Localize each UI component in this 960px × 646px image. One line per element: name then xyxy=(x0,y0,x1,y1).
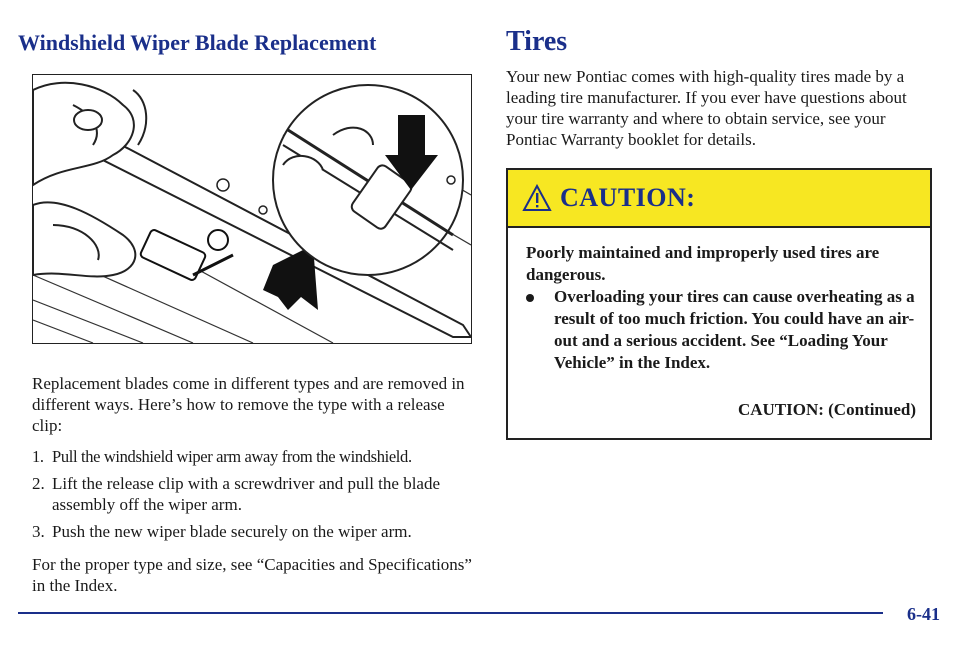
warning-triangle-icon xyxy=(522,183,552,217)
caution-continued: CAUTION: (Continued) xyxy=(737,400,916,419)
step-number: 3. xyxy=(32,522,45,541)
list-item: 2. Lift the release clip with a screwdri… xyxy=(32,473,477,515)
caution-banner: CAUTION: xyxy=(508,170,930,228)
caution-title: CAUTION: xyxy=(560,183,696,212)
footer-rule xyxy=(18,612,883,614)
step-number: 1. xyxy=(32,447,44,466)
step-text: Push the new wiper blade securely on the… xyxy=(52,522,412,541)
wiper-intro-paragraph: Replacement blades come in different typ… xyxy=(32,374,465,435)
list-item: 3. Push the new wiper blade securely on … xyxy=(32,521,477,542)
tires-section-title: Tires xyxy=(506,26,568,57)
wiper-steps-list: 1. Pull the windshield wiper arm away fr… xyxy=(32,446,477,548)
caution-bullet-item: Overloading your tires can cause overhea… xyxy=(526,286,921,374)
wiper-blade-illustration xyxy=(32,74,472,344)
bullet-icon xyxy=(526,294,534,302)
step-text: Pull the windshield wiper arm away from … xyxy=(52,447,412,466)
caution-box: CAUTION: Poorly maintained and improperl… xyxy=(506,168,932,440)
step-number: 2. xyxy=(32,474,45,493)
capacity-note: For the proper type and size, see “Capac… xyxy=(32,555,472,595)
caution-body: Poorly maintained and improperly used ti… xyxy=(526,242,921,374)
caution-lead: Poorly maintained and improperly used ti… xyxy=(526,243,880,284)
wiper-section-title: Windshield Wiper Blade Replacement xyxy=(18,30,377,55)
caution-bullet-text: Overloading your tires can cause overhea… xyxy=(554,287,915,372)
tires-intro-paragraph: Your new Pontiac comes with high-quality… xyxy=(506,67,907,149)
list-item: 1. Pull the windshield wiper arm away fr… xyxy=(32,446,477,467)
page-number: 6-41 xyxy=(907,604,940,624)
step-text: Lift the release clip with a screwdriver… xyxy=(52,474,441,514)
